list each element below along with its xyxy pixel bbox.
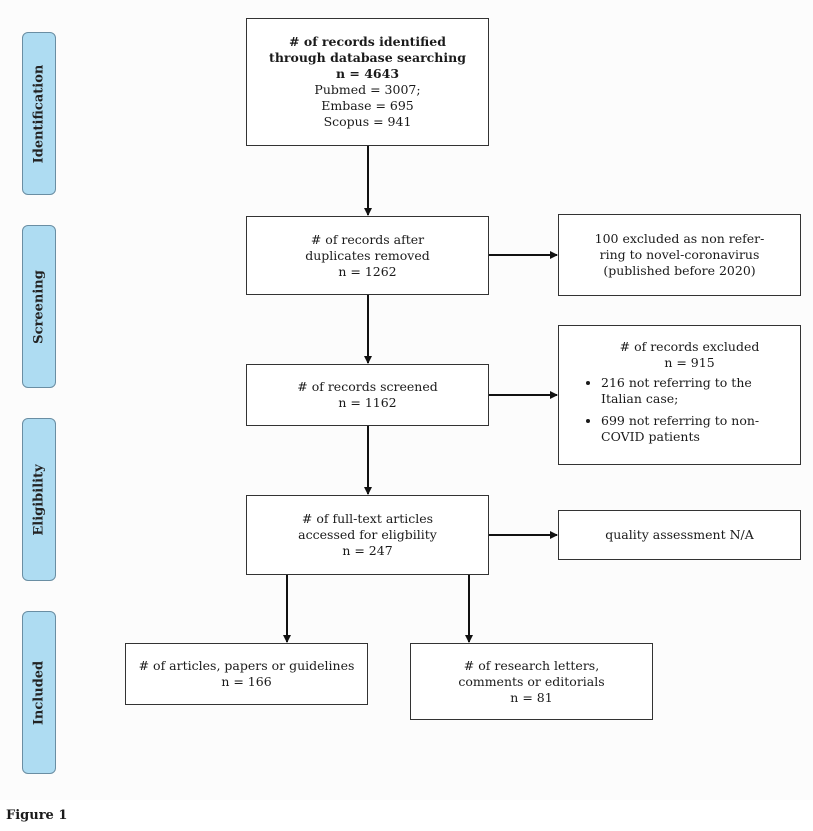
full-text-line2: accessed for eligbility bbox=[298, 527, 437, 542]
quality-text: quality assessment N/A bbox=[605, 527, 754, 542]
included-articles-count: n = 166 bbox=[221, 674, 272, 689]
identification-count: n = 4643 bbox=[335, 66, 400, 81]
excluded-1-line1: 100 excluded as non refer- bbox=[594, 231, 765, 246]
included-letters-box: # of research letters, comments or edito… bbox=[410, 643, 653, 720]
pubmed-count: Pubmed = 3007; bbox=[314, 82, 421, 97]
records-excluded-box: # of records excluded n = 915 216 not re… bbox=[558, 325, 801, 465]
full-text-box: # of full-text articles accessed for eli… bbox=[246, 495, 489, 575]
after-duplicates-line2: duplicates removed bbox=[305, 247, 430, 263]
excluded-2-count: n = 915 bbox=[664, 355, 715, 370]
after-duplicates-box: # of records after duplicates removed n … bbox=[246, 216, 489, 295]
after-duplicates-count: n = 1262 bbox=[338, 263, 397, 279]
excluded-1-line3: (published before 2020) bbox=[603, 263, 756, 278]
list-item: 216 not referring to the Italian case; bbox=[601, 375, 759, 407]
exclusion-reasons-list: 216 not referring to the Italian case; 6… bbox=[585, 375, 759, 451]
included-articles-line1: # of articles, papers or guidelines bbox=[138, 658, 355, 673]
excluded-2-title: # of records excluded bbox=[619, 339, 760, 354]
excluded-non-coronavirus-box: 100 excluded as non refer- ring to novel… bbox=[558, 214, 801, 296]
included-letters-line1: # of research letters, bbox=[463, 657, 600, 673]
embase-count: Embase = 695 bbox=[321, 98, 414, 113]
phase-identification: Identification bbox=[22, 32, 56, 195]
identification-box: # of records identified through database… bbox=[246, 18, 489, 146]
included-letters-count: n = 81 bbox=[510, 689, 553, 705]
excluded-1-line2: ring to novel-coronavirus bbox=[599, 247, 760, 262]
full-text-line1: # of full-text articles bbox=[301, 511, 434, 526]
scopus-count: Scopus = 941 bbox=[323, 114, 412, 129]
included-articles-box: # of articles, papers or guidelines n = … bbox=[125, 643, 368, 705]
phase-eligibility: Eligibility bbox=[22, 418, 56, 581]
identification-title-line1: # of records identified bbox=[289, 34, 446, 49]
flow-diagram: Identification Screening Eligibility Inc… bbox=[0, 0, 813, 800]
screened-count: n = 1162 bbox=[338, 395, 397, 410]
phase-screening: Screening bbox=[22, 225, 56, 388]
screened-box: # of records screened n = 1162 bbox=[246, 364, 489, 426]
full-text-count: n = 247 bbox=[342, 543, 393, 558]
identification-title-line2: through database searching bbox=[269, 50, 466, 65]
after-duplicates-line1: # of records after bbox=[310, 231, 425, 247]
figure-caption: Figure 1 bbox=[6, 808, 68, 823]
list-item: 699 not referring to non- COVID patients bbox=[601, 413, 759, 445]
screened-line1: # of records screened bbox=[297, 379, 438, 394]
included-letters-line2: comments or editorials bbox=[458, 673, 605, 689]
phase-included: Included bbox=[22, 611, 56, 774]
quality-assessment-box: quality assessment N/A bbox=[558, 510, 801, 560]
flow-arrows bbox=[283, 146, 558, 643]
